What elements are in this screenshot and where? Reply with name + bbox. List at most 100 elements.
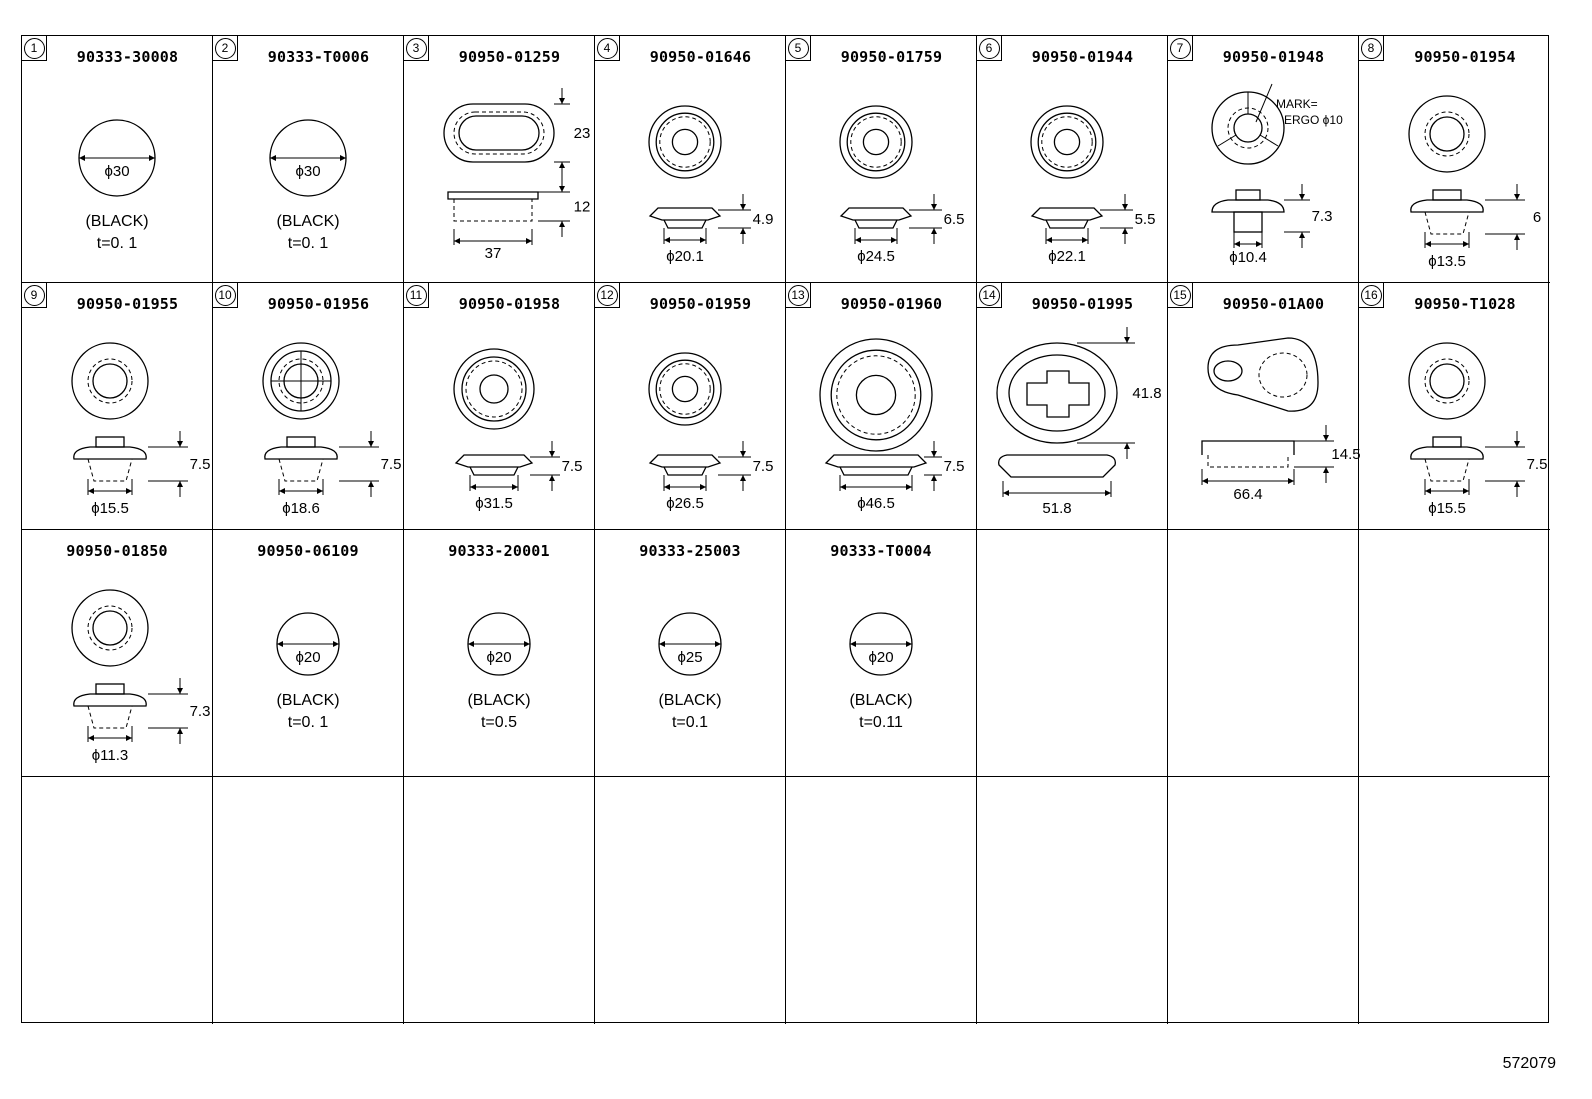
height-dimension-label: 4.9	[753, 211, 774, 228]
plug-side-cap	[286, 436, 316, 448]
empty-cell	[1359, 777, 1550, 1024]
dim-arrow	[470, 484, 476, 490]
dim-arrow	[177, 728, 183, 734]
dim-arrow	[850, 641, 856, 647]
item-number: 10	[214, 284, 236, 306]
dim-arrow	[1124, 443, 1130, 449]
part-number: 90333-25003	[639, 542, 741, 560]
plug-side-body	[469, 466, 519, 476]
empty-cell	[22, 777, 213, 1024]
item-number: 1	[23, 37, 45, 59]
part-number: 90950-01955	[76, 295, 179, 313]
item-number: 16	[1360, 284, 1382, 306]
plug-side-stem	[87, 705, 133, 729]
plug-hidden-edge	[87, 358, 133, 404]
height-dimension-label: 7.5	[1527, 456, 1548, 473]
empty-cell	[1168, 530, 1359, 777]
empty-cell	[595, 777, 786, 1024]
dim-arrow	[177, 688, 183, 694]
width-dimension-label: ϕ20.1	[666, 248, 704, 265]
height-dimension-label: 12	[574, 199, 591, 216]
plug-inner-rim	[1037, 112, 1097, 172]
item-number-box: 1	[22, 36, 47, 61]
item-number: 14	[978, 284, 1000, 306]
part-number: 90950-01850	[66, 542, 168, 560]
part-number: 90333-T0004	[830, 542, 932, 560]
item-number: 13	[787, 284, 809, 306]
width-dimension-label: ϕ13.5	[1428, 253, 1466, 270]
width-dimension-label: ϕ10.4	[1229, 249, 1267, 266]
dim-arrow	[126, 488, 132, 494]
part-drawing: ϕ30(BLACK)t=0. 1	[269, 119, 347, 252]
thickness-label: t=0.1	[672, 714, 708, 731]
dim-arrow	[559, 221, 565, 227]
plug-side-flange	[73, 693, 147, 707]
dim-arrow	[931, 228, 937, 234]
color-label: (BLACK)	[276, 213, 339, 230]
item-number-box: 5	[786, 36, 811, 61]
plug-side-stem	[87, 458, 133, 482]
plug-side-flange	[1410, 446, 1484, 460]
dim-arrow	[277, 641, 283, 647]
diameter-label: ϕ20	[295, 649, 320, 666]
dim-arrow	[1256, 241, 1262, 247]
plug-outer-rim	[648, 352, 722, 426]
item-number-box: 13	[786, 283, 811, 308]
oval-hidden	[453, 111, 545, 155]
plug-side-flange	[73, 446, 147, 460]
teardrop-side-body	[1207, 455, 1289, 468]
dim-arrow	[931, 451, 937, 457]
dim-arrow	[1105, 490, 1111, 496]
dim-arrow	[512, 484, 518, 490]
dim-arrow	[740, 204, 746, 210]
rib	[1217, 134, 1237, 147]
plug-side-body	[1045, 219, 1089, 229]
part-number: 90950-01259	[458, 48, 561, 66]
part-drawing: ϕ30(BLACK)t=0. 1	[78, 119, 156, 252]
part-number: 90333-30008	[76, 48, 179, 66]
plug-hidden-edge	[836, 355, 916, 435]
dim-arrow	[524, 641, 530, 647]
plug-side-flange	[648, 454, 722, 468]
thickness-label: t=0. 1	[288, 235, 329, 252]
plug-stem-top	[1429, 363, 1465, 399]
dim-arrow	[1514, 194, 1520, 200]
dim-arrow	[177, 441, 183, 447]
dim-arrow	[1463, 488, 1469, 494]
teardrop-small-hole	[1213, 360, 1243, 382]
plug-outer-rim	[262, 342, 340, 420]
dim-arrow	[368, 441, 374, 447]
dim-arrow	[906, 484, 912, 490]
item-number: 5	[787, 37, 809, 59]
height-dimension-label: 6.5	[944, 211, 965, 228]
plug-hidden-edge	[659, 363, 711, 415]
part-number: 90950-01956	[267, 295, 370, 313]
dim-arrow	[340, 155, 346, 161]
part-number: 90950-01A00	[1222, 295, 1325, 313]
dim-arrow	[333, 641, 339, 647]
dim-arrow	[1323, 435, 1329, 441]
color-label: (BLACK)	[849, 692, 912, 709]
dim-arrow	[88, 488, 94, 494]
mark-label: MARK=	[1276, 97, 1318, 111]
diameter-label: ϕ30	[104, 163, 129, 180]
part-drawing: ϕ20(BLACK)t=0. 1	[276, 612, 340, 731]
mark-leader	[1255, 83, 1273, 123]
plug-side-flange	[1211, 199, 1285, 213]
dim-arrow	[1323, 467, 1329, 473]
dim-arrow	[1514, 441, 1520, 447]
dim-arrow	[659, 641, 665, 647]
